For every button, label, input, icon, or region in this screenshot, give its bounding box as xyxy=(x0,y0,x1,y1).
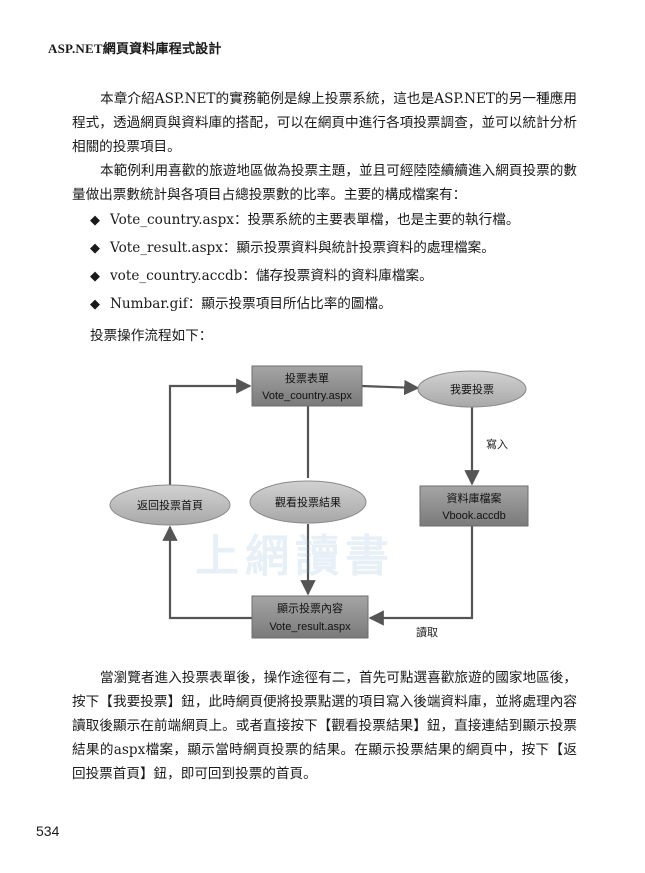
list-item-text: Vote_country.aspx：投票系統的主要表單檔，也是主要的執行檔。 xyxy=(110,212,520,228)
vote-ellipse-label: 我要投票 xyxy=(450,382,494,396)
diamond-bullet-icon: ◆ xyxy=(90,297,100,312)
view-results-label: 觀看投票結果 xyxy=(275,495,341,509)
running-header: ASP.NET網頁資料庫程式設計 xyxy=(48,41,222,56)
database-title: 資料庫檔案 xyxy=(447,491,502,505)
write-label: 寫入 xyxy=(486,437,508,451)
arrow-db-to-result xyxy=(368,526,474,626)
result-box xyxy=(251,595,369,639)
result-file: Vote_result.aspx xyxy=(269,621,351,633)
arrow-result-to-back xyxy=(162,525,252,620)
outro-paragraph: 當瀏覽者進入投票表單後，操作途徑有二，首先可點選喜歡旅遊的國家地區後，按下【我要… xyxy=(72,666,577,786)
diamond-bullet-icon: ◆ xyxy=(90,241,100,256)
vote-form-file: Vote_country.aspx xyxy=(262,390,352,402)
list-item: ◆ Vote_country.aspx：投票系統的主要表單檔，也是主要的執行檔。 xyxy=(90,206,519,234)
page-number: 534 xyxy=(36,823,60,839)
outro-paragraph-text: 當瀏覽者進入投票表單後，操作途徑有二，首先可點選喜歡旅遊的國家地區後，按下【我要… xyxy=(72,670,577,782)
vote-form-box xyxy=(251,365,363,407)
back-home-ellipse xyxy=(109,484,231,526)
watermark: 上網讀書 xyxy=(195,532,395,581)
intro-paragraph-1-text: 本章介紹ASP.NET的實務範例是線上投票系統，這也是ASP.NET的另一種應用… xyxy=(72,91,577,155)
list-item-text: Vote_result.aspx：顯示投票資料與統計投票資料的處理檔案。 xyxy=(110,240,495,256)
diamond-bullet-icon: ◆ xyxy=(90,213,100,228)
list-item-text: vote_country.accdb：儲存投票資料的資料庫檔案。 xyxy=(110,268,433,284)
diamond-bullet-icon: ◆ xyxy=(90,269,100,284)
result-title: 顯示投票內容 xyxy=(277,601,343,615)
file-list: ◆Vote_country.aspx：投票系統的主要表單檔，也是主要的執行檔。 … xyxy=(90,206,519,318)
list-item: ◆ Vote_result.aspx：顯示投票資料與統計投票資料的處理檔案。 xyxy=(90,234,519,262)
intro-paragraph-2-text: 本範例利用喜歡的旅遊地區做為投票主題，並且可經陸陸續續進入網頁投票的數量做出票數… xyxy=(72,163,577,203)
vote-ellipse xyxy=(417,370,527,408)
read-label: 讀取 xyxy=(416,625,438,639)
list-item: ◆ vote_country.accdb：儲存投票資料的資料庫檔案。 xyxy=(90,262,519,290)
list-item-text: Numbar.gif：顯示投票項目所佔比率的圖檔。 xyxy=(110,296,392,312)
intro-paragraph-1: 本章介紹ASP.NET的實務範例是線上投票系統，這也是ASP.NET的另一種應用… xyxy=(72,87,577,159)
list-item: ◆ Numbar.gif：顯示投票項目所佔比率的圖檔。 xyxy=(90,290,519,318)
view-results-ellipse xyxy=(249,480,367,524)
vote-form-title: 投票表單 xyxy=(285,371,329,385)
flow-intro: 投票操作流程如下： xyxy=(90,328,213,344)
database-box xyxy=(419,485,529,527)
arrow-form-to-vote xyxy=(361,379,420,396)
intro-paragraph-2: 本範例利用喜歡的旅遊地區做為投票主題，並且可經陸陸續續進入網頁投票的數量做出票數… xyxy=(72,159,577,207)
database-file: Vbook.accdb xyxy=(442,510,506,522)
arrow-back-to-form xyxy=(168,378,252,485)
back-home-label: 返回投票首頁 xyxy=(137,498,203,512)
